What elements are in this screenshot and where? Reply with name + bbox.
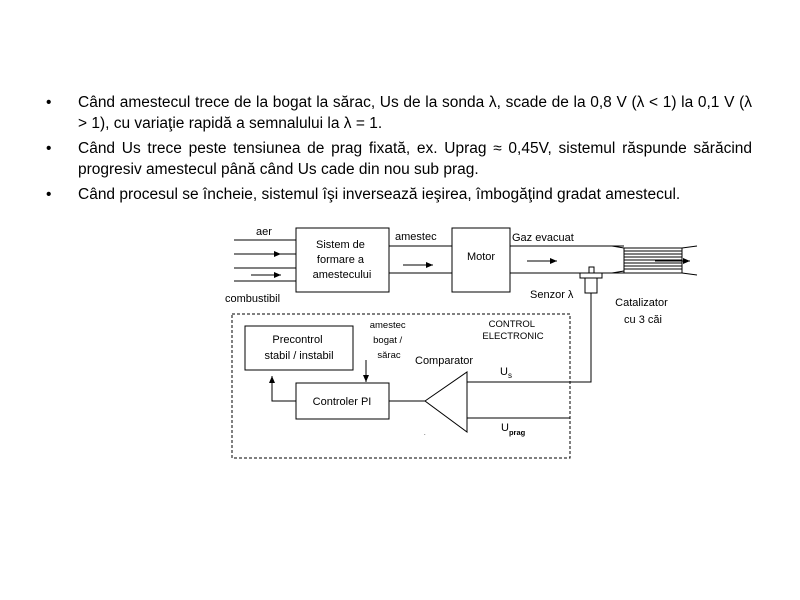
sistem-block	[295, 227, 390, 293]
motor-block	[451, 227, 511, 293]
us-label: Us	[500, 366, 512, 380]
comparator-symbol	[424, 371, 468, 433]
comparator-label: Comparator	[415, 355, 473, 367]
aer-label: aer	[256, 226, 272, 238]
dot-mark: .	[424, 431, 426, 437]
control-electronic-label: CONTROL ELECTRONIC	[482, 319, 543, 342]
control-electronic-box	[231, 313, 571, 459]
exhaust-lines	[510, 245, 624, 274]
precontrol-label: Precontrol stabil / instabil	[264, 334, 333, 362]
senzor-label: Senzor λ	[530, 289, 574, 301]
controler-pi-label: Controler PI	[313, 396, 372, 408]
bullet-list: Când amestecul trece de la bogat la săra…	[46, 92, 752, 209]
lambda-sensor	[579, 266, 603, 294]
bullet-item: Când Us trece peste tensiunea de prag fi…	[46, 138, 752, 180]
signal-wires	[269, 293, 592, 419]
catalizator-label: Catalizator cu 3 căi	[615, 297, 671, 326]
intake-lines	[234, 239, 296, 282]
motor-label: Motor	[467, 251, 495, 263]
combustibil-label: combustibil	[225, 293, 280, 305]
amestec-bogat-label: amestec bogat / sărac	[370, 320, 409, 361]
catalizator-icon	[611, 245, 698, 276]
uprag-label: Uprag	[501, 422, 526, 437]
bullet-item: Când procesul se încheie, sistemul îşi i…	[46, 184, 752, 205]
precontrol-block	[244, 325, 354, 371]
controler-pi-block	[295, 382, 390, 420]
gaz-evacuat-label: Gaz evacuat	[512, 232, 574, 244]
amestec-lines	[389, 245, 452, 274]
sistem-label: Sistem de formare a amestecului	[313, 239, 372, 281]
bullet-item: Când amestecul trece de la bogat la săra…	[46, 92, 752, 134]
amestec-label: amestec	[395, 231, 437, 243]
